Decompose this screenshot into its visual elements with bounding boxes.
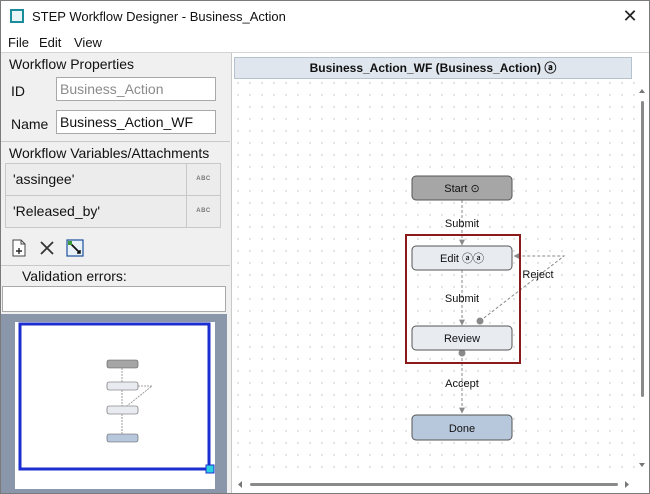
title-bar: STEP Workflow Designer - Business_Action… [1, 1, 649, 32]
review-state-node[interactable] [411, 325, 513, 351]
variable-name: 'assingee' [13, 171, 75, 187]
overview-minimap [18, 322, 215, 474]
vertical-scrollbar[interactable] [636, 75, 648, 475]
horizontal-scrollbar[interactable] [232, 477, 636, 491]
scroll-left-icon[interactable] [238, 481, 242, 488]
transition-anchor [476, 317, 484, 325]
overview-done-node [106, 433, 139, 443]
workflow-diagram[interactable]: Start ⊙ Edit ⓐⓐ Review Done Submit Submi… [232, 53, 650, 493]
overview-viewport[interactable] [18, 322, 211, 471]
text-type-icon: ABC [186, 196, 220, 227]
accept-transition-label: Accept [445, 378, 479, 390]
done-state-label: Done [449, 423, 475, 435]
horizontal-scroll-thumb[interactable] [250, 483, 618, 486]
window-title: STEP Workflow Designer - Business_Action [32, 9, 286, 24]
selection-rectangle[interactable] [405, 234, 521, 364]
menu-file[interactable]: File [8, 35, 29, 50]
vertical-scroll-thumb[interactable] [641, 101, 644, 397]
section-divider [1, 265, 230, 266]
overview-canvas[interactable] [15, 322, 215, 489]
edit-state-label: Edit ⓐⓐ [440, 252, 484, 265]
delete-x-icon[interactable] [37, 238, 57, 258]
edit-assign-icon[interactable] [65, 238, 85, 258]
menu-bar: File Edit View [1, 32, 649, 53]
scroll-down-icon[interactable] [639, 463, 645, 467]
start-state-label: Start ⊙ [444, 183, 480, 195]
close-icon[interactable]: ✕ [622, 6, 638, 26]
variables-table: 'assingee' ABC 'Released_by' ABC [5, 163, 221, 228]
variable-name: 'Released_by' [13, 203, 101, 219]
text-type-icon: ABC [186, 164, 220, 195]
submit-transition-label: Submit [445, 293, 479, 305]
workflow-variables-title: Workflow Variables/Attachments [9, 145, 210, 161]
reject-transition-line[interactable] [479, 253, 566, 322]
workflow-canvas-panel: Start ⊙ Edit ⓐⓐ Review Done Submit Submi… [231, 53, 649, 493]
viewport-resize-handle[interactable] [205, 464, 215, 474]
name-label: Name [11, 116, 49, 132]
app-icon [10, 9, 24, 23]
section-divider [1, 141, 230, 142]
edit-state-node[interactable] [411, 245, 513, 271]
overview-edit-node [106, 381, 139, 391]
overview-review-node [106, 405, 139, 415]
canvas-header: Business_Action_WF (Business_Action) ⓐ [234, 57, 632, 79]
left-panel: Workflow Properties ID Business_Action N… [1, 53, 230, 493]
review-state-label: Review [444, 333, 480, 345]
menu-edit[interactable]: Edit [39, 35, 62, 50]
table-row[interactable]: 'assingee' ABC [6, 164, 220, 196]
submit-transition-label: Submit [445, 218, 479, 230]
reject-transition-label: Reject [522, 269, 553, 281]
table-row[interactable]: 'Released_by' ABC [6, 196, 220, 228]
validation-errors-box [2, 286, 226, 312]
overview-start-node [106, 359, 139, 369]
name-field[interactable]: Business_Action_WF [56, 110, 216, 134]
id-label: ID [11, 83, 25, 99]
workflow-properties-title: Workflow Properties [9, 56, 135, 72]
start-state-node[interactable] [411, 175, 513, 201]
overview-panel [1, 314, 227, 493]
scroll-up-icon[interactable] [639, 89, 645, 93]
done-state-node[interactable] [411, 414, 513, 441]
id-field: Business_Action [56, 77, 216, 101]
menu-view[interactable]: View [74, 35, 102, 50]
add-document-icon[interactable] [9, 238, 29, 258]
validation-errors-label: Validation errors: [22, 268, 127, 284]
scroll-right-icon[interactable] [625, 481, 629, 488]
